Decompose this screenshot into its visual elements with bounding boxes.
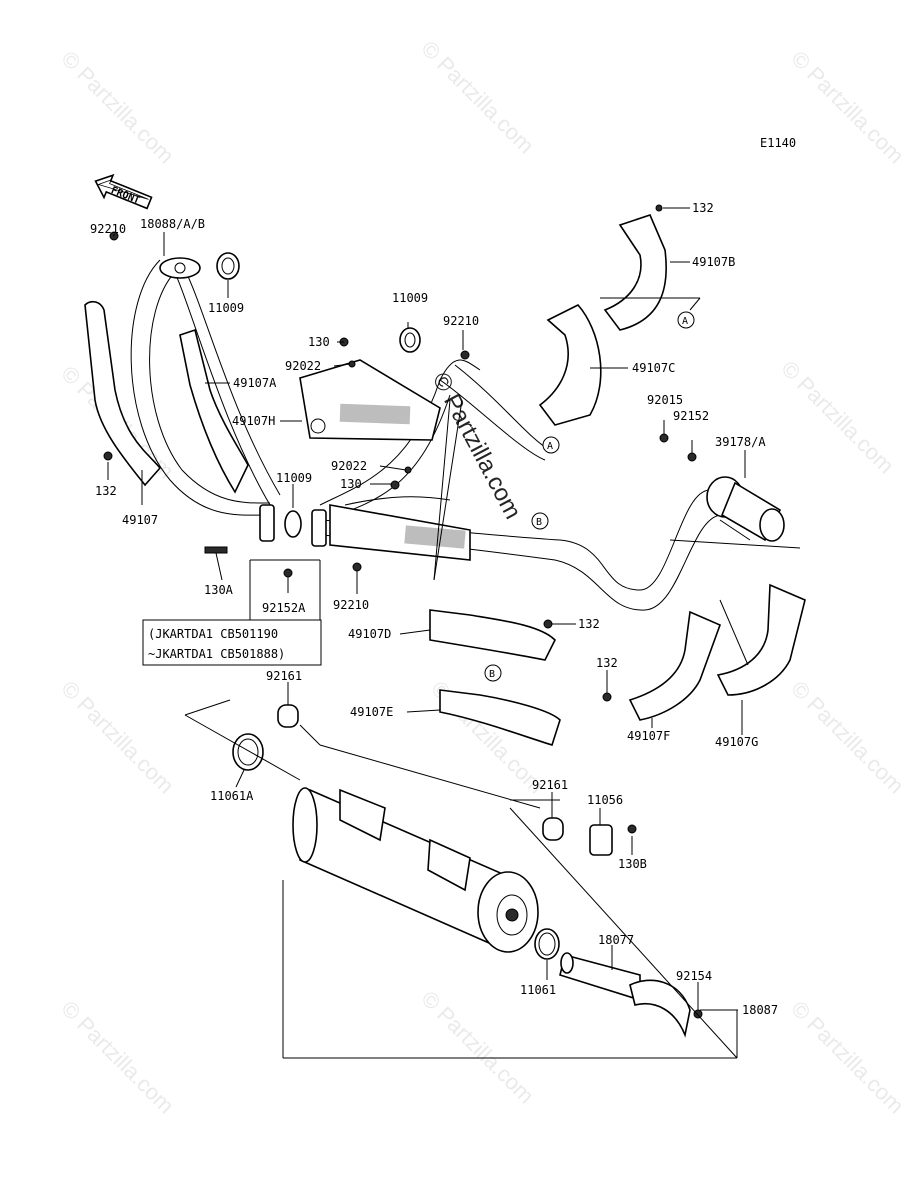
svg-text:B: B xyxy=(536,517,542,528)
callout-b: B xyxy=(531,512,549,530)
part-label: 130A xyxy=(204,583,234,597)
part-label: 18077 xyxy=(598,933,634,947)
part-label: 49107G xyxy=(715,735,758,749)
heat-shield-49107f xyxy=(628,610,722,721)
part-label: 130B xyxy=(618,857,647,871)
part-label: 11009 xyxy=(276,471,312,485)
part-label: 132 xyxy=(95,484,117,498)
serial-note-box: (JKARTDA1 CB501190 ~JKARTDA1 CB501888) xyxy=(142,619,322,666)
heat-shield-49107 xyxy=(84,300,162,487)
washer-92152a xyxy=(283,568,293,578)
part-label: 92022 xyxy=(285,359,321,373)
diagram-code: E1140 xyxy=(760,136,796,150)
nut-92210 xyxy=(460,350,470,360)
part-label: 92210 xyxy=(333,598,369,612)
serial-note-line1: (JKARTDA1 CB501190 xyxy=(148,627,278,641)
washer-92152 xyxy=(687,452,697,462)
part-label: 49107C xyxy=(632,361,675,375)
heat-shield-49107b xyxy=(603,214,667,331)
svg-text:A: A xyxy=(547,441,553,452)
part-label: 49107B xyxy=(692,255,735,269)
watermark: © Partzilla.com xyxy=(786,46,909,169)
part-label: 132 xyxy=(578,617,600,631)
collector-section xyxy=(329,504,471,561)
damper-92161 xyxy=(542,817,564,841)
watermark: © Partzilla.com xyxy=(786,996,909,1119)
part-label: 11009 xyxy=(208,301,244,315)
part-label: 18088/A/B xyxy=(140,217,205,231)
leader-lines xyxy=(107,207,801,1059)
part-label: 92210 xyxy=(443,314,479,328)
bolt-92015 xyxy=(659,433,669,443)
heat-shield-49107a xyxy=(179,328,249,494)
watermark-center: © Partzilla.com xyxy=(427,368,527,523)
callout-b: B xyxy=(484,664,502,682)
damper-92161 xyxy=(277,704,299,728)
part-label: 92152 xyxy=(673,409,709,423)
part-label: 49107H xyxy=(232,414,275,428)
part-label: 130 xyxy=(308,335,330,349)
part-label: 92210 xyxy=(90,222,126,236)
watermark: © Partzilla.com xyxy=(416,986,539,1109)
pipe-flange xyxy=(311,509,327,547)
bolt-132 xyxy=(543,619,553,629)
watermark: © Partzilla.com xyxy=(416,36,539,159)
callout-a: A xyxy=(542,436,560,454)
header-pipe-assembly xyxy=(130,257,785,611)
part-label: 92152A xyxy=(262,601,306,615)
watermark: © Partzilla.com xyxy=(56,46,179,169)
part-label: 11056 xyxy=(587,793,623,807)
front-arrow-icon: FRONT xyxy=(94,173,153,210)
part-label: 92154 xyxy=(676,969,712,983)
part-label: 92161 xyxy=(266,669,302,683)
heat-shield-49107d xyxy=(429,609,556,661)
part-label: 11061 xyxy=(520,983,556,997)
part-label: 39178/A xyxy=(715,435,766,449)
svg-text:A: A xyxy=(682,316,688,327)
nut-92210 xyxy=(352,562,362,572)
bolt-130 xyxy=(390,480,400,490)
callout-a: A xyxy=(677,311,695,329)
spark-arrester-18077 xyxy=(559,952,691,1038)
part-label: 49107A xyxy=(233,376,277,390)
heat-shield-49107g xyxy=(716,583,806,696)
gasket-11009 xyxy=(284,510,302,538)
watermark-group: © Partzilla.com © Partzilla.com © Partzi… xyxy=(56,36,909,1119)
part-label: 132 xyxy=(596,656,618,670)
bolt-130a xyxy=(204,546,228,554)
bolt-132 xyxy=(655,204,663,212)
watermark: © Partzilla.com xyxy=(56,676,179,799)
part-label: 49107D xyxy=(348,627,391,641)
bracket-11056 xyxy=(589,824,613,856)
part-label: 49107 xyxy=(122,513,158,527)
part-label: 92022 xyxy=(331,459,367,473)
watermark: © Partzilla.com xyxy=(786,676,909,799)
part-label: 49107F xyxy=(627,729,670,743)
bolt-130b xyxy=(627,824,637,834)
heat-shield-49107c xyxy=(538,304,602,426)
part-label: 92161 xyxy=(532,778,568,792)
part-label: 92015 xyxy=(647,393,683,407)
part-label: 18087 xyxy=(742,1003,778,1017)
part-label: 11061A xyxy=(210,789,254,803)
part-label: 130 xyxy=(340,477,362,491)
muffler-18087 xyxy=(292,787,539,953)
screw-92154 xyxy=(693,1009,703,1019)
part-labels: 92210 18088/A/B 11009 49107A 130 92022 1… xyxy=(90,201,778,1017)
bolt-132 xyxy=(602,692,612,702)
serial-note-line2: ~JKARTDA1 CB501888) xyxy=(148,647,285,661)
watermark: © Partzilla.com xyxy=(56,996,179,1119)
heat-shield-49107e xyxy=(439,689,561,747)
bolt-132 xyxy=(103,451,113,461)
part-label: 49107E xyxy=(350,705,393,719)
watermark: © Partzilla.com xyxy=(776,356,899,479)
part-label: 11009 xyxy=(392,291,428,305)
muffler-bracket xyxy=(339,788,386,842)
muffler-bracket xyxy=(427,838,471,892)
pipe-flange xyxy=(259,504,275,542)
part-label: 132 xyxy=(692,201,714,215)
svg-text:B: B xyxy=(489,669,495,680)
